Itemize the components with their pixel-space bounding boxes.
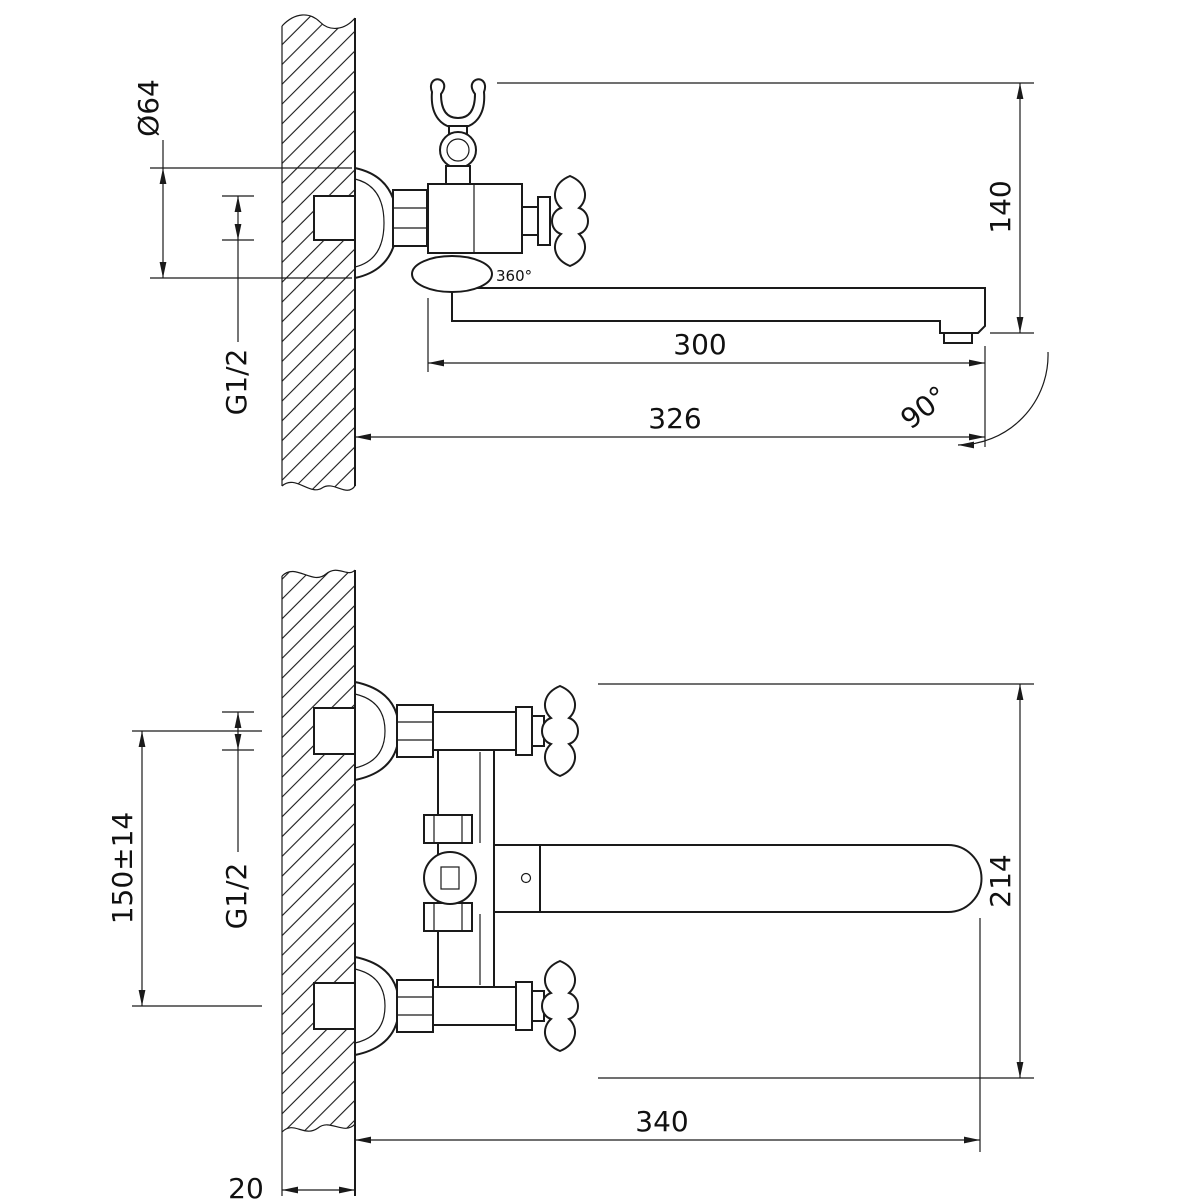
wall-section-side	[281, 14, 356, 491]
dimension-label-diameter: Ø64	[132, 79, 165, 137]
side-view: 360° Ø64 G1/2 140 300	[132, 14, 1049, 491]
diverter-neck	[445, 165, 471, 185]
dimension-label-total-reach: 326	[648, 402, 701, 435]
rotation-label: 360°	[496, 267, 532, 285]
cross-handle-side	[551, 174, 589, 268]
dimension-label-width: 340	[635, 1105, 688, 1138]
wall-break-top	[281, 14, 356, 29]
holder-arm-upper	[423, 814, 473, 844]
holder-hub-slot	[440, 866, 460, 890]
dimension-label-height: 214	[984, 854, 1017, 907]
connector-nut	[392, 189, 428, 247]
dimension-label-thread: G1/2	[220, 349, 253, 416]
dimension-label-height: 140	[984, 180, 1017, 233]
wall-break-bottom	[281, 1123, 356, 1133]
inlet-pipe	[313, 195, 357, 241]
swivel-base	[411, 255, 493, 293]
dimensions-side: Ø64 G1/2 140 300 326 90°	[132, 79, 1049, 449]
wall-hatch	[282, 14, 355, 491]
spout-front	[539, 844, 983, 913]
dimensions-front: 150±14 G1/2 214 340 20	[106, 683, 1034, 1200]
dimension-label-centers: 150±14	[106, 812, 139, 925]
valve-body	[427, 183, 523, 254]
dimension-label-swivel: 90°	[894, 379, 953, 436]
faucet-side-view: 360°	[313, 78, 986, 344]
holder-hub	[423, 851, 477, 905]
holder-ring-inner	[446, 138, 470, 162]
swivel-arc	[957, 351, 1049, 449]
wall-break-bottom	[281, 481, 356, 491]
hinge-pin	[520, 872, 532, 884]
holder-ring	[439, 131, 477, 169]
faucet-front-view	[313, 681, 983, 1056]
handle-collar	[537, 196, 551, 246]
wall-hatch	[282, 570, 355, 1132]
wall-break-top	[281, 569, 356, 579]
wall-section-front	[281, 569, 356, 1196]
aerator	[943, 332, 973, 344]
dimension-label-spout-reach: 300	[673, 328, 726, 361]
spout-side	[451, 287, 986, 334]
shower-holder-fork	[430, 78, 486, 130]
escutcheon-inner	[354, 178, 385, 268]
escutcheon	[354, 166, 399, 280]
dimension-label-wall-thickness: 20	[228, 1172, 264, 1200]
spout-hinge	[493, 844, 541, 913]
dimension-label-thread: G1/2	[220, 863, 253, 930]
front-view: 150±14 G1/2 214 340 20	[106, 569, 1034, 1200]
handle-stem	[521, 206, 539, 236]
holder-arm-lower	[423, 902, 473, 932]
